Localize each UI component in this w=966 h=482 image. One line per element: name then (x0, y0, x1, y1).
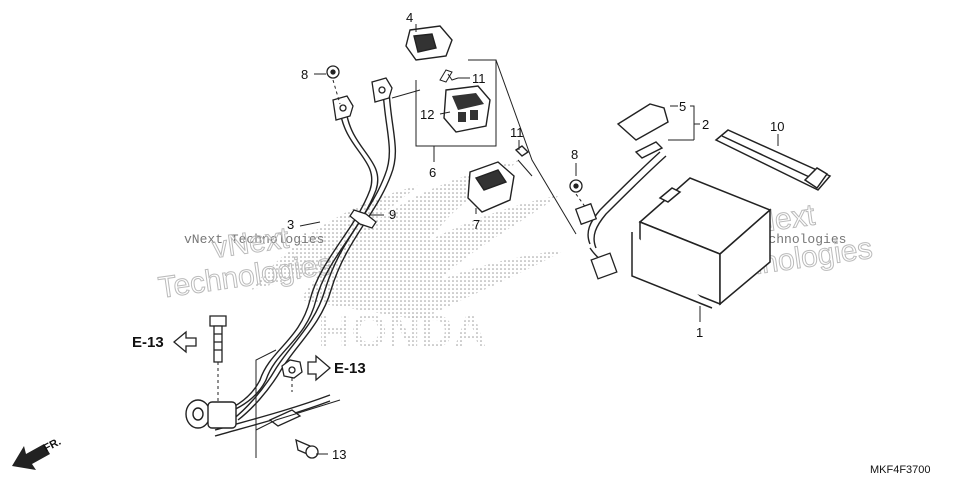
dashed-guides (217, 79, 587, 404)
callout-4: 4 (406, 10, 413, 25)
battery-strap-part-10 (714, 129, 832, 191)
honda-wing-logo: HONDA (250, 160, 565, 357)
fuse-box-part-6 (415, 59, 497, 147)
callout-11-lower: 11 (510, 125, 524, 140)
diagram-code: MKF4F3700 (870, 464, 931, 476)
relay-part-7 (467, 145, 530, 213)
battery-connector (574, 202, 618, 280)
harness-terminal-right (371, 77, 393, 103)
callout-11-upper: 11 (472, 71, 486, 86)
ground-terminal (185, 399, 237, 429)
front-direction-arrow: FR. (12, 436, 63, 470)
front-direction-label: FR. (42, 436, 63, 455)
e13-ref-right: E-13 (334, 360, 366, 377)
callout-leaders (299, 24, 779, 455)
callout-12: 12 (420, 107, 434, 122)
callouts: 1 2 3 4 5 6 7 8 8 9 10 11 11 12 13 (287, 10, 784, 462)
harness-nut (281, 359, 303, 379)
callout-5: 5 (679, 99, 686, 114)
clip-part-9 (349, 209, 377, 229)
watermark-left-line: vNext Technologies (184, 232, 324, 247)
fuse-box-cover-part-4 (405, 25, 453, 61)
bolt-part-8-left (326, 65, 340, 79)
leader-lines (391, 59, 577, 235)
harness-terminal-left (332, 95, 354, 121)
e13-arrow-right (307, 354, 331, 382)
battery-bracket-part-5 (616, 103, 669, 159)
frame-outline (255, 349, 341, 458)
callout-13: 13 (332, 447, 346, 462)
clamp-bolt-part-13 (268, 409, 319, 459)
harness-bolt (209, 315, 227, 363)
honda-brand-text: HONDA (318, 305, 487, 357)
e13-arrow-left (172, 330, 197, 354)
callout-10: 10 (770, 119, 784, 134)
battery-part-1 (631, 177, 772, 309)
callout-3: 3 (287, 217, 294, 232)
callout-2: 2 (702, 117, 709, 132)
callout-7: 7 (473, 217, 480, 232)
callout-6: 6 (429, 165, 436, 180)
bolt-part-8-right (569, 179, 583, 193)
callout-8-right: 8 (571, 147, 578, 162)
e13-ref-left: E-13 (132, 334, 164, 351)
callout-1: 1 (696, 325, 703, 340)
callout-8-left: 8 (301, 67, 308, 82)
callout-9: 9 (389, 207, 396, 222)
